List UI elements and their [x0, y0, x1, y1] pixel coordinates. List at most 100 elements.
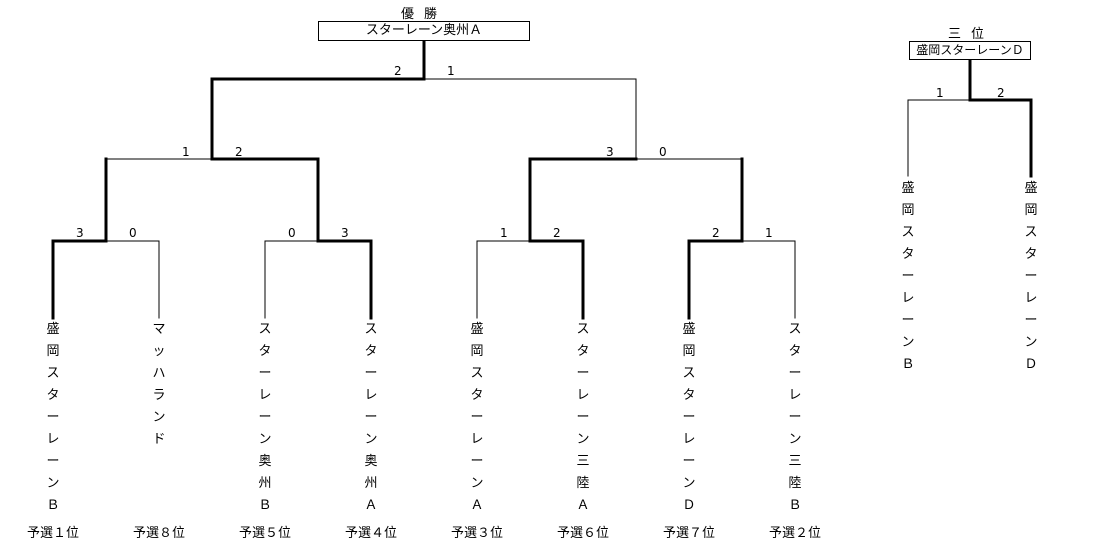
- name-char: 奥: [258, 454, 272, 469]
- name-char: ー: [364, 366, 378, 381]
- name-char: レ: [901, 291, 915, 306]
- name-char: レ: [576, 388, 590, 403]
- sf1-score-right: 2: [235, 145, 243, 159]
- name-char: ー: [901, 269, 915, 284]
- name-char: ス: [682, 366, 696, 381]
- name-char: 州: [258, 476, 272, 491]
- name-char: ー: [1024, 313, 1038, 328]
- sf2-score-left: 3: [606, 145, 614, 159]
- entrant-2-name: マッハランド: [151, 319, 167, 451]
- name-char: 盛: [1024, 181, 1038, 196]
- name-char: ス: [470, 366, 484, 381]
- name-char: ン: [364, 432, 378, 447]
- name-char: タ: [1024, 247, 1038, 262]
- name-char: ー: [46, 410, 60, 425]
- name-char: ス: [576, 322, 590, 337]
- name-char: ス: [46, 366, 60, 381]
- name-char: ン: [470, 476, 484, 491]
- sf2-score-right: 0: [659, 145, 667, 159]
- name-char: ー: [46, 454, 60, 469]
- name-char: ン: [1024, 335, 1038, 350]
- name-char: ン: [258, 432, 272, 447]
- name-char: タ: [258, 344, 272, 359]
- entrant-8-seed: 予選２位: [768, 526, 821, 541]
- entrant-2-seed: 予選８位: [132, 526, 185, 541]
- name-char: Ｂ: [788, 498, 802, 513]
- name-char: 岡: [1024, 203, 1038, 218]
- name-char: ー: [682, 410, 696, 425]
- name-char: タ: [46, 388, 60, 403]
- name-char: ハ: [152, 366, 166, 381]
- name-char: 岡: [46, 344, 60, 359]
- name-char: ー: [682, 454, 696, 469]
- entrant-7-seed: 予選７位: [662, 526, 715, 541]
- name-char: ッ: [152, 344, 166, 359]
- entrant-1-seed: 予選１位: [26, 526, 79, 541]
- name-char: レ: [258, 388, 272, 403]
- third-score-left: 1: [936, 86, 944, 100]
- name-char: タ: [364, 344, 378, 359]
- third-score-right: 2: [997, 86, 1005, 100]
- name-char: ー: [1024, 269, 1038, 284]
- name-char: ン: [788, 432, 802, 447]
- name-char: Ｂ: [258, 498, 272, 513]
- name-char: ー: [901, 313, 915, 328]
- name-char: ス: [901, 225, 915, 240]
- champion-title: 優勝: [401, 7, 448, 22]
- r1m4-score-left: 2: [712, 226, 720, 240]
- name-char: ス: [1024, 225, 1038, 240]
- name-char: 盛: [901, 181, 915, 196]
- name-char: ス: [788, 322, 802, 337]
- entrant-4-seed: 予選４位: [344, 526, 397, 541]
- name-char: 岡: [682, 344, 696, 359]
- third-place-box: 盛岡スターレーンＤ: [909, 41, 1031, 60]
- name-char: 奥: [364, 454, 378, 469]
- name-char: ン: [682, 476, 696, 491]
- name-char: レ: [46, 432, 60, 447]
- name-char: ー: [576, 366, 590, 381]
- sf1-score-left: 1: [182, 145, 190, 159]
- name-char: Ｂ: [901, 357, 915, 372]
- name-char: ー: [788, 410, 802, 425]
- name-char: 盛: [470, 322, 484, 337]
- name-char: Ａ: [470, 498, 484, 513]
- name-char: Ａ: [576, 498, 590, 513]
- name-char: 岡: [901, 203, 915, 218]
- entrant-5-seed: 予選３位: [450, 526, 503, 541]
- third-place-title: 三位: [948, 27, 995, 42]
- r1m2-score-right: 3: [341, 226, 349, 240]
- name-char: ー: [258, 366, 272, 381]
- final-score-left: 2: [394, 64, 402, 78]
- name-char: 陸: [788, 476, 802, 491]
- name-char: レ: [364, 388, 378, 403]
- name-char: ス: [364, 322, 378, 337]
- r1m3-score-left: 1: [500, 226, 508, 240]
- name-char: ー: [470, 410, 484, 425]
- name-char: Ｂ: [46, 498, 60, 513]
- name-char: 陸: [576, 476, 590, 491]
- r1m4-score-right: 1: [765, 226, 773, 240]
- name-char: ー: [258, 410, 272, 425]
- name-char: タ: [788, 344, 802, 359]
- entrant-3-seed: 予選５位: [238, 526, 291, 541]
- name-char: 三: [788, 454, 802, 469]
- name-char: レ: [682, 432, 696, 447]
- name-char: レ: [788, 388, 802, 403]
- name-char: Ｄ: [1024, 357, 1038, 372]
- name-char: ー: [788, 366, 802, 381]
- entrant-6-seed: 予選６位: [556, 526, 609, 541]
- name-char: 盛: [46, 322, 60, 337]
- name-char: ー: [364, 410, 378, 425]
- name-char: タ: [576, 344, 590, 359]
- name-char: ン: [901, 335, 915, 350]
- r1m3-score-right: 2: [553, 226, 561, 240]
